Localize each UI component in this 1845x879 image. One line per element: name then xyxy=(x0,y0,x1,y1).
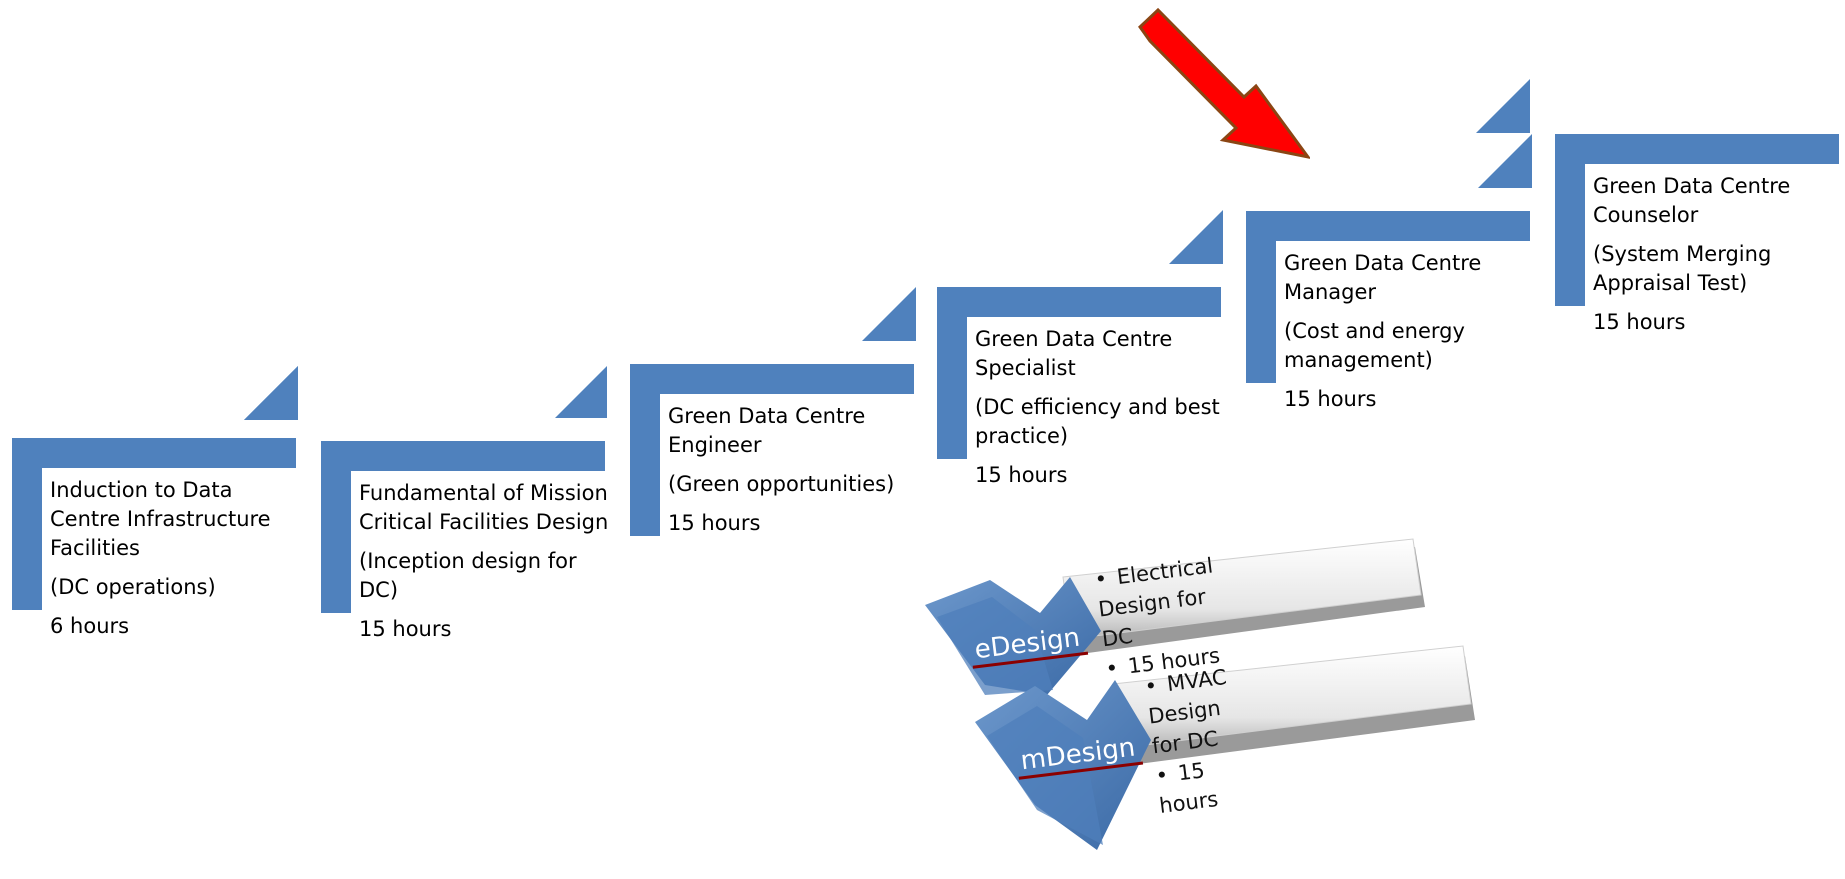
module-course: Electrical Design for DC xyxy=(1093,551,1222,655)
step-title: Green Data Centre Specialist xyxy=(975,327,1173,380)
step-text: Green Data Centre Manager (Cost and ener… xyxy=(1284,249,1534,414)
step-text: Green Data Centre Engineer (Green opport… xyxy=(668,402,918,538)
step-hours: 15 hours xyxy=(359,617,452,641)
step-hours: 15 hours xyxy=(975,463,1068,487)
step-title: Green Data Centre Engineer xyxy=(668,404,866,457)
step-bracket xyxy=(321,366,607,613)
step-subtitle: (DC efficiency and best practice) xyxy=(975,395,1220,448)
step-bracket xyxy=(12,366,298,610)
step-manager: Green Data Centre Manager (Cost and ener… xyxy=(1246,134,1546,471)
step-subtitle: (System Merging Appraisal Test) xyxy=(1593,242,1772,295)
step-bracket xyxy=(1476,79,1839,306)
step-text: Fundamental of Mission Critical Faciliti… xyxy=(359,479,609,644)
step-text: Green Data Centre Specialist (DC efficie… xyxy=(975,325,1225,490)
step-bracket xyxy=(937,210,1223,459)
step-subtitle: (DC operations) xyxy=(50,575,216,599)
step-text: Green Data Centre Counselor (System Merg… xyxy=(1593,172,1843,337)
step-hours: 15 hours xyxy=(1284,387,1377,411)
module-hours: 15 hours xyxy=(1154,751,1243,821)
step-counselor: Green Data Centre Counselor (System Merg… xyxy=(1476,79,1845,394)
module-course: MVAC Design for DC xyxy=(1143,662,1236,761)
step-bracket xyxy=(630,287,916,536)
step-induction: Induction to Data Centre Infrastructure … xyxy=(12,366,312,698)
step-fundamental: Fundamental of Mission Critical Faciliti… xyxy=(321,366,621,701)
step-engineer: Green Data Centre Engineer (Green opport… xyxy=(630,287,930,624)
step-title: Fundamental of Mission Critical Faciliti… xyxy=(359,481,609,534)
step-bracket xyxy=(1246,134,1532,383)
step-text: Induction to Data Centre Infrastructure … xyxy=(50,476,300,641)
step-title: Green Data Centre Counselor xyxy=(1593,174,1791,227)
step-hours: 15 hours xyxy=(1593,310,1686,334)
step-specialist: Green Data Centre Specialist (DC efficie… xyxy=(937,210,1237,547)
step-title: Green Data Centre Manager xyxy=(1284,251,1482,304)
step-hours: 15 hours xyxy=(668,511,761,535)
step-subtitle: (Cost and energy management) xyxy=(1284,319,1465,372)
highlight-arrow-icon xyxy=(1138,7,1310,159)
step-title: Induction to Data Centre Infrastructure … xyxy=(50,478,271,560)
step-subtitle: (Inception design for DC) xyxy=(359,549,577,602)
step-hours: 6 hours xyxy=(50,614,130,638)
step-subtitle: (Green opportunities) xyxy=(668,472,895,496)
